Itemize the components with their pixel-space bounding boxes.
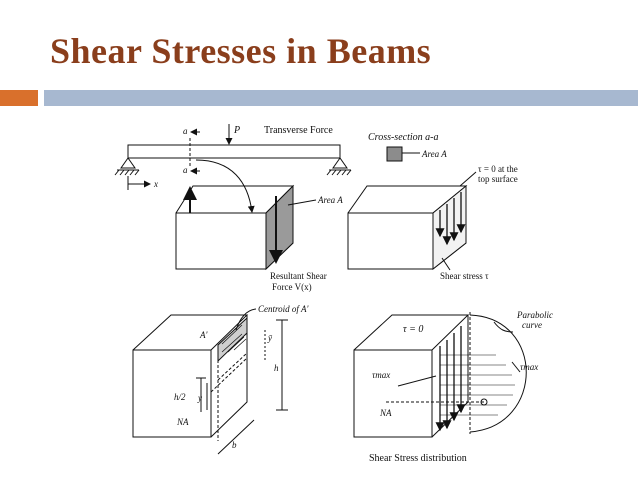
- label-centroid: Centroid of A': [258, 304, 310, 314]
- section-box-front: [347, 212, 434, 270]
- shear-stress-arrows-bottom-right: [435, 326, 466, 432]
- label-distribution: Shear Stress distribution: [369, 453, 467, 464]
- area-a-face: [265, 184, 294, 271]
- label-area-a: Area A: [317, 195, 343, 205]
- label-na-right: NA: [379, 408, 392, 418]
- section-box-front-br: [353, 349, 433, 438]
- label-resultant-1: Resultant Shear: [270, 271, 327, 281]
- panel-beam-loading: [114, 124, 352, 271]
- page-title: Shear Stresses in Beams: [50, 31, 432, 71]
- label-b: b: [232, 440, 237, 450]
- accent-bar-orange: [0, 90, 38, 106]
- label-area-a-right: Area A: [421, 149, 447, 159]
- label-parabolic-1: Parabolic: [516, 310, 553, 320]
- label-transverse-force: Transverse Force: [264, 125, 333, 136]
- label-tau-max-right: τmax: [520, 362, 538, 372]
- label-tau-top-1: τ = 0 at the: [478, 164, 518, 174]
- label-tau-top-2: top surface: [478, 174, 518, 184]
- panel-cross-section: [347, 146, 477, 271]
- label-a-bottom: a: [183, 165, 188, 175]
- beam: [127, 144, 341, 159]
- area-a-square: [386, 146, 403, 162]
- label-ybar: ȳ: [267, 333, 273, 343]
- label-x: x: [153, 179, 158, 189]
- label-cross-section: Cross-section a-a: [368, 132, 438, 143]
- panel-stress-distribution: [353, 312, 527, 438]
- pin-support: [120, 157, 136, 169]
- label-shear-stress: Shear stress τ: [440, 271, 489, 281]
- label-resultant-2: Force V(x): [272, 282, 312, 292]
- beam-segment-front: [175, 212, 267, 270]
- accent-bar-blue: [44, 90, 638, 106]
- label-a-prime: A': [199, 330, 208, 340]
- label-h2: h/2: [174, 392, 186, 402]
- label-tau-zero: τ = 0: [403, 324, 423, 335]
- label-a-top: a: [183, 126, 188, 136]
- roller-support: [332, 157, 348, 169]
- shear-stress-arrows-top-right: [435, 192, 466, 246]
- label-p: P: [233, 125, 240, 136]
- label-y: y: [197, 393, 202, 403]
- panel-first-moment: [132, 308, 288, 455]
- label-parabolic-2: curve: [522, 320, 542, 330]
- label-h: h: [274, 363, 279, 373]
- parabolic-curve: [469, 314, 527, 433]
- label-na-left: NA: [176, 417, 189, 427]
- label-tau-max-left: τmax: [372, 370, 390, 380]
